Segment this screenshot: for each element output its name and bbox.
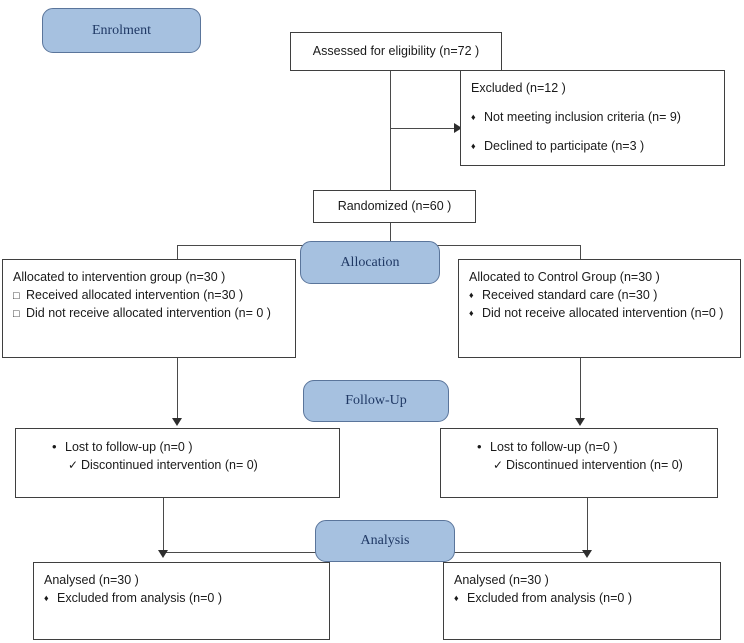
stage-label-enrolment: Enrolment bbox=[91, 22, 152, 38]
box-followup-control: • Lost to follow-up (n=0 ) ✓Discontinued … bbox=[440, 428, 718, 498]
box-followup-intervention: • Lost to follow-up (n=0 ) ✓Discontinued … bbox=[15, 428, 340, 498]
excluded-reason-text: Declined to participate (n=3 ) bbox=[484, 138, 645, 153]
analysis-control-item: ♦ Excluded from analysis (n=0 ) bbox=[454, 590, 710, 608]
analysis-control-item-text: Excluded from analysis (n=0 ) bbox=[467, 590, 633, 605]
diamond-bullet-icon: ♦ bbox=[471, 140, 476, 151]
followup-control-main: • Lost to follow-up (n=0 ) bbox=[451, 438, 707, 457]
arrowhead-to-excluded bbox=[454, 123, 462, 133]
box-assessed-for-eligibility: Assessed for eligibility (n=72 ) bbox=[290, 32, 502, 71]
allocation-intervention-item: □ Received allocated intervention (n=30 ) bbox=[13, 287, 285, 305]
allocation-intervention-item: □ Did not receive allocated intervention … bbox=[13, 305, 285, 323]
diamond-bullet-icon: ♦ bbox=[469, 307, 474, 318]
box-allocated-control: Allocated to Control Group (n=30 ) ♦ Rece… bbox=[458, 259, 741, 358]
connector-control-to-followup bbox=[580, 358, 581, 420]
arrowhead-control-to-followup bbox=[575, 418, 585, 426]
followup-intervention-main: • Lost to follow-up (n=0 ) bbox=[26, 438, 329, 457]
connector-followup-to-analysis-left bbox=[163, 498, 164, 552]
connector-randomized-to-allocation bbox=[390, 223, 391, 252]
allocation-intervention-item-text: Received allocated intervention (n=30 ) bbox=[26, 287, 244, 302]
stage-label-analysis: Analysis bbox=[360, 533, 410, 548]
box-analysed-control: Analysed (n=30 ) ♦ Excluded from analysis… bbox=[443, 562, 721, 640]
excluded-reason-row: ♦ Declined to participate (n=3 ) bbox=[471, 138, 714, 156]
square-bullet-icon: □ bbox=[13, 289, 20, 302]
allocation-control-item-text: Did not receive allocated intervention (… bbox=[482, 305, 724, 320]
stage-pill-enrolment: Enrolment bbox=[42, 8, 201, 53]
connector-branch-to-excluded bbox=[390, 128, 456, 129]
followup-intervention-sub: ✓Discontinued intervention (n= 0) bbox=[26, 457, 329, 475]
diamond-bullet-icon: ♦ bbox=[471, 111, 476, 122]
excluded-reason-row: ♦ Not meeting inclusion criteria (n= 9) bbox=[471, 109, 714, 127]
arrowhead-followup-to-analysis-left bbox=[158, 550, 168, 558]
followup-intervention-sub-text: Discontinued intervention (n= 0) bbox=[81, 457, 258, 472]
followup-intervention-main-text: Lost to follow-up (n=0 ) bbox=[65, 440, 193, 454]
connector-assessed-to-randomized bbox=[390, 71, 391, 190]
followup-control-sub: ✓Discontinued intervention (n= 0) bbox=[451, 457, 707, 475]
stage-pill-allocation: Allocation bbox=[300, 241, 440, 284]
connector-followup-to-analysis-right bbox=[587, 498, 588, 552]
allocation-control-item-text: Received standard care (n=30 ) bbox=[482, 287, 658, 302]
check-bullet-icon: ✓ bbox=[68, 457, 79, 472]
allocation-control-heading: Allocated to Control Group (n=30 ) bbox=[469, 270, 660, 284]
box-randomized: Randomized (n=60 ) bbox=[313, 190, 476, 223]
analysis-intervention-item-text: Excluded from analysis (n=0 ) bbox=[57, 590, 223, 605]
followup-control-main-text: Lost to follow-up (n=0 ) bbox=[490, 440, 618, 454]
diamond-bullet-icon: ♦ bbox=[469, 289, 474, 300]
assessed-text: Assessed for eligibility (n=72 ) bbox=[312, 43, 480, 58]
excluded-reason-text: Not meeting inclusion criteria (n= 9) bbox=[484, 109, 681, 124]
connector-intervention-to-followup bbox=[177, 358, 178, 420]
arrowhead-followup-to-analysis-right bbox=[582, 550, 592, 558]
arrowhead-intervention-to-followup bbox=[172, 418, 182, 426]
box-analysed-intervention: Analysed (n=30 ) ♦ Excluded from analysis… bbox=[33, 562, 330, 640]
stage-pill-analysis: Analysis bbox=[315, 520, 455, 562]
allocation-control-item: ♦ Received standard care (n=30 ) bbox=[469, 287, 730, 305]
stage-label-allocation: Allocation bbox=[340, 254, 400, 270]
diamond-bullet-icon: ♦ bbox=[44, 592, 49, 603]
allocation-intervention-heading: Allocated to intervention group (n=30 ) bbox=[13, 270, 226, 284]
followup-control-sub-text: Discontinued intervention (n= 0) bbox=[506, 457, 683, 472]
excluded-heading: Excluded (n=12 ) bbox=[471, 81, 566, 95]
dot-bullet-icon: • bbox=[52, 439, 57, 454]
dot-bullet-icon: • bbox=[477, 439, 482, 454]
stage-pill-followup: Follow-Up bbox=[303, 380, 449, 422]
box-allocated-intervention: Allocated to intervention group (n=30 ) … bbox=[2, 259, 296, 358]
analysis-control-heading: Analysed (n=30 ) bbox=[454, 573, 549, 587]
check-bullet-icon: ✓ bbox=[493, 457, 504, 472]
randomized-text: Randomized (n=60 ) bbox=[337, 198, 452, 213]
analysis-intervention-item: ♦ Excluded from analysis (n=0 ) bbox=[44, 590, 319, 608]
allocation-intervention-item-text: Did not receive allocated intervention (… bbox=[26, 305, 271, 320]
box-excluded: Excluded (n=12 ) ♦ Not meeting inclusion … bbox=[460, 70, 725, 166]
allocation-control-item: ♦ Did not receive allocated intervention … bbox=[469, 305, 730, 323]
analysis-intervention-heading: Analysed (n=30 ) bbox=[44, 573, 139, 587]
stage-label-followup: Follow-Up bbox=[345, 393, 407, 408]
diamond-bullet-icon: ♦ bbox=[454, 592, 459, 603]
square-bullet-icon: □ bbox=[13, 307, 20, 320]
